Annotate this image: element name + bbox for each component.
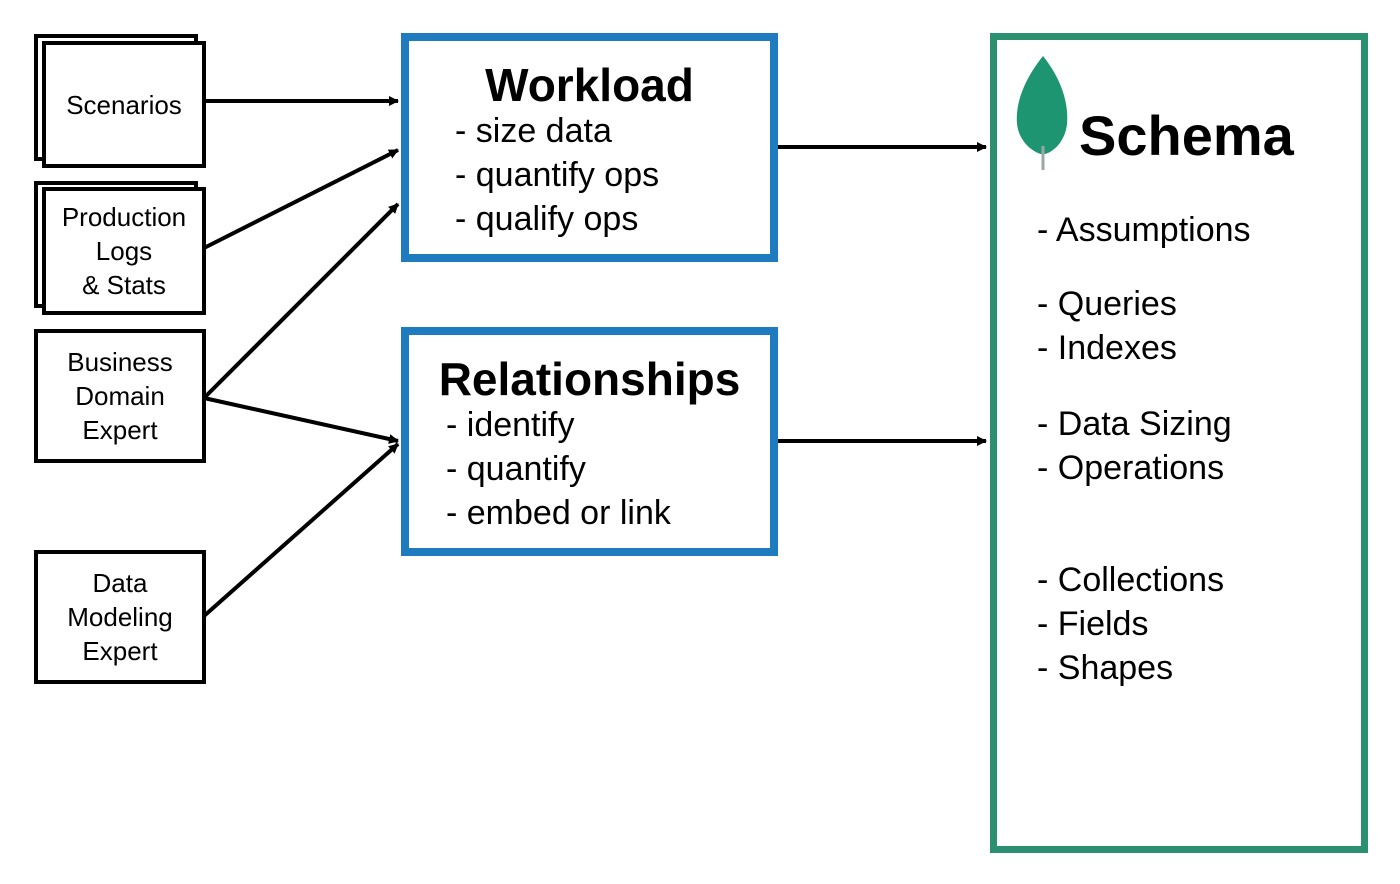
production-logs-box: Production Logs & Stats [42, 187, 206, 315]
business-expert-box: Business Domain Expert [34, 329, 206, 463]
modeling-expert-line-3: Expert [82, 636, 158, 666]
schema-item: - Assumptions [1037, 211, 1251, 249]
relationships-items: - identify - quantify - embed or link [446, 403, 770, 535]
schema-item: - Shapes [1037, 649, 1174, 687]
schema-item: - Operations [1037, 449, 1225, 487]
modeling-expert-box: Data Modeling Expert [34, 550, 206, 684]
schema-group-collections: - Collections - Fields - Shapes [1037, 558, 1224, 690]
business-expert-line-3: Expert [82, 415, 158, 445]
workload-item: - quantify ops [455, 156, 660, 194]
relationships-title: Relationships [438, 353, 741, 405]
production-logs-line-3: & Stats [82, 270, 166, 300]
schema-group-queries: - Queries - Indexes [1037, 282, 1177, 370]
workload-item: - qualify ops [455, 200, 639, 238]
arrow-business-to-workload [202, 202, 400, 400]
relationships-item: - embed or link [446, 494, 671, 532]
schema-item: - Data Sizing [1037, 405, 1232, 443]
workload-title: Workload [485, 59, 694, 111]
relationships-item: - identify [446, 406, 575, 444]
scenarios-box: Scenarios [42, 41, 206, 168]
arrow-modeling-to-relationships [202, 442, 400, 618]
schema-title: Schema [1079, 104, 1294, 167]
workload-items: - size data - quantify ops - qualify ops [455, 109, 770, 241]
business-expert-line-2: Domain [75, 381, 165, 411]
production-logs-line-1: Production [61, 202, 187, 232]
relationships-box: Relationships - identify - quantify - em… [401, 327, 778, 556]
schema-item: - Indexes [1037, 329, 1177, 367]
arrow-logs-to-workload [203, 148, 399, 250]
mongodb-leaf-icon [1016, 56, 1068, 170]
schema-box: Schema - Assumptions - Queries - Indexes… [990, 33, 1368, 853]
modeling-expert-line-2: Modeling [67, 602, 173, 632]
production-logs-line-2: Logs [95, 236, 153, 266]
schema-item: - Queries [1037, 285, 1177, 323]
schema-group-assumptions: - Assumptions [1037, 208, 1251, 252]
workload-box: Workload - size data - quantify ops - qu… [401, 33, 778, 262]
schema-item: - Collections [1037, 561, 1225, 599]
scenarios-label: Scenarios [66, 89, 182, 120]
business-expert-line-1: Business [67, 347, 173, 377]
arrow-business-to-relationships [203, 396, 399, 444]
relationships-item: - quantify [446, 450, 586, 488]
schema-item: - Fields [1037, 605, 1149, 643]
modeling-expert-line-1: Data [92, 568, 148, 598]
schema-group-sizing: - Data Sizing - Operations [1037, 402, 1232, 490]
workload-item: - size data [455, 112, 612, 150]
